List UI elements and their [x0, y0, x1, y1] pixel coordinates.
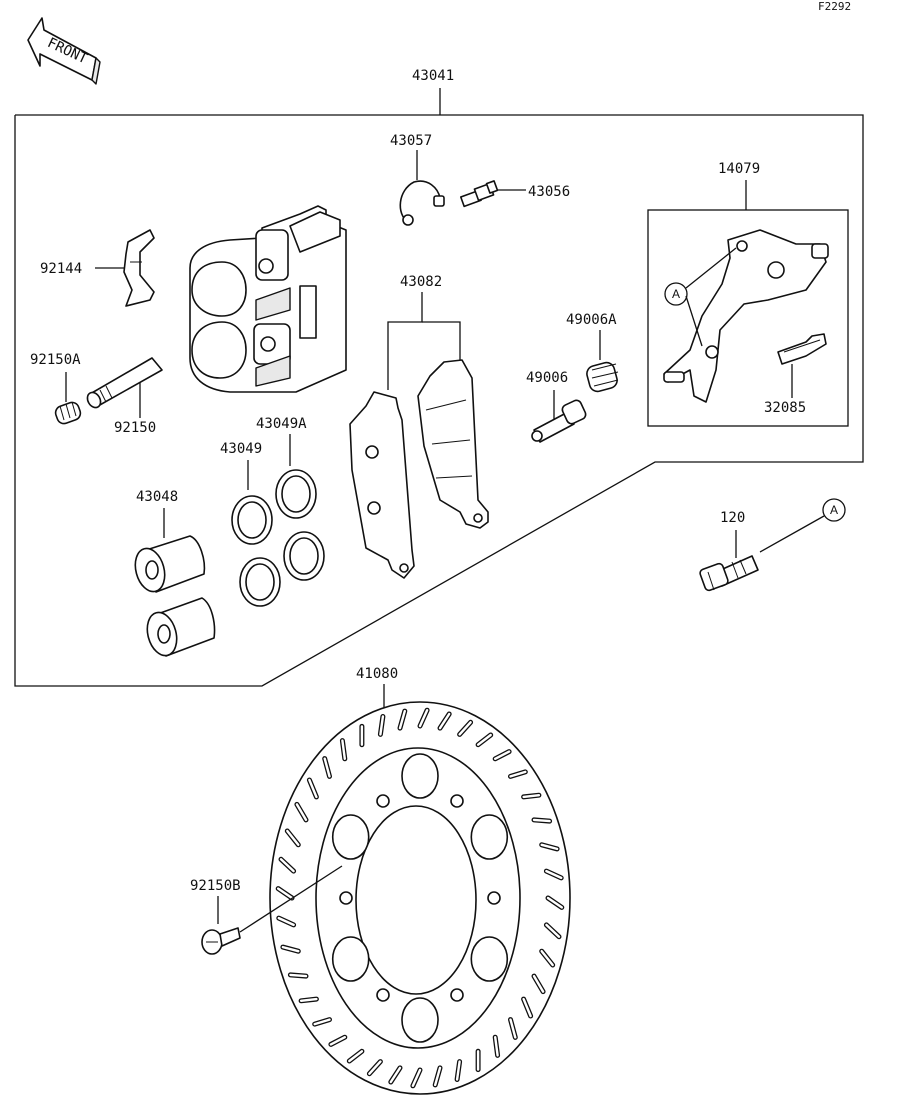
svg-text:A: A — [830, 503, 838, 517]
disc-vent-slot-inner — [522, 997, 532, 1018]
caliper-bracket — [663, 229, 829, 403]
disc-bolt-hole — [376, 794, 390, 808]
disc-vent-slot-inner — [545, 869, 563, 880]
disc-bolt — [201, 927, 241, 955]
label-43048: 43048 — [136, 489, 178, 505]
label-43056: 43056 — [528, 184, 570, 200]
label-92144: 92144 — [40, 261, 82, 277]
disc-vent-slot-inner — [308, 778, 318, 799]
disc-vent-slot-inner — [418, 709, 429, 728]
disc-vent-slot-inner — [277, 916, 295, 927]
disc-vent-slot-inner — [329, 1035, 346, 1046]
label-43041: 43041 — [412, 68, 454, 84]
disc-lightening-hole — [401, 753, 439, 799]
pad-pin — [86, 357, 163, 409]
disc-vent-slot-inner — [398, 709, 406, 730]
disc-vent-slot-inner — [279, 858, 295, 873]
brake-pad-left — [349, 391, 415, 579]
brake-disc — [269, 701, 571, 1095]
disc-bolt-hole — [376, 988, 390, 1002]
disc-vent-slot-inner — [540, 843, 559, 851]
disc-vent-slot-inner — [509, 770, 527, 778]
bleeder-valve — [459, 180, 499, 208]
disc-bolt-hole — [339, 891, 353, 905]
disc-vent-slot-inner — [289, 973, 308, 978]
disc-vent-slot-inner — [545, 923, 561, 938]
disc-vent-slot-inner — [295, 803, 308, 822]
disc-vent-slot-inner — [438, 712, 451, 730]
brake-pad-right — [417, 359, 489, 529]
disc-vent-slot-inner — [286, 829, 300, 846]
disc-lightening-hole — [470, 936, 509, 982]
disc-lightening-hole — [331, 814, 370, 860]
label-49006A: 49006A — [566, 312, 617, 328]
label-49006: 49006 — [526, 370, 568, 386]
disc-vent-slot-inner — [494, 750, 511, 760]
disc-vent-slot-inner — [455, 1060, 461, 1081]
disc-bolt-leader — [239, 865, 343, 933]
disc-vent-slot-inner — [522, 794, 541, 799]
disc-vent-slot-inner — [476, 733, 492, 746]
disc-vent-slot-inner — [494, 1035, 499, 1057]
disc-vent-slot-inner — [368, 1060, 382, 1075]
label-43049A: 43049A — [256, 416, 307, 432]
disc-vent-slot-inner — [411, 1068, 422, 1088]
pad-spring — [123, 229, 155, 307]
disc-vent-slot-inner — [348, 1050, 364, 1063]
disc-bolt-hole — [487, 891, 501, 905]
disc-bolt-hole — [450, 794, 464, 808]
label-14079: 14079 — [718, 161, 760, 177]
label-32085: 32085 — [764, 400, 806, 416]
svg-text:A: A — [672, 287, 680, 301]
diagram-code: F2292 — [818, 0, 851, 13]
disc-vent-slot-inner — [532, 974, 545, 993]
caliper-body — [189, 205, 347, 393]
disc-lightening-hole — [470, 814, 509, 860]
disc-bolt-hole — [450, 988, 464, 1002]
label-92150: 92150 — [114, 420, 156, 436]
disc-vent-slot-inner — [299, 997, 318, 1002]
pad-clip — [777, 333, 827, 365]
label-92150A: 92150A — [30, 352, 81, 368]
piston-seals — [231, 469, 325, 607]
label-43082: 43082 — [400, 274, 442, 290]
disc-vent-slot-inner — [323, 757, 331, 778]
disc-vent-slot-inner — [540, 950, 554, 967]
disc-lightening-hole — [401, 997, 439, 1043]
disc-vent-slot-inner — [532, 818, 551, 823]
caliper-assembly-frame — [14, 114, 864, 687]
pin-plug — [54, 401, 82, 425]
label-43057: 43057 — [390, 133, 432, 149]
disc-lightening-hole — [331, 936, 370, 982]
disc-vent-slot-inner — [277, 887, 294, 900]
label-92150B: 92150B — [190, 878, 241, 894]
slide-pin — [531, 399, 587, 443]
disc-vent-slot-inner — [509, 1018, 517, 1039]
pistons — [134, 535, 216, 657]
disc-vent-slot-inner — [379, 715, 385, 736]
ref-marker-a-bolt: A — [759, 498, 846, 553]
disc-vent-slot-inner — [389, 1066, 402, 1084]
bleeder-cap — [399, 180, 445, 226]
front-direction-icon: FRONT — [27, 17, 101, 85]
disc-vent-slot-inner — [546, 896, 563, 909]
disc-vent-slot-inner — [281, 945, 300, 953]
ref-marker-a-bracket: A — [664, 247, 737, 347]
label-41080: 41080 — [356, 666, 398, 682]
label-43049: 43049 — [220, 441, 262, 457]
disc-vent-slot-inner — [434, 1066, 442, 1087]
disc-vent-slot-inner — [313, 1018, 331, 1026]
disc-vent-slot-inner — [458, 721, 472, 736]
caliper-bolt — [699, 555, 759, 592]
label-120: 120 — [720, 510, 745, 526]
bracket-frame — [647, 209, 849, 427]
disc-vent-slot-inner — [341, 739, 346, 760]
dust-boot — [586, 361, 619, 393]
